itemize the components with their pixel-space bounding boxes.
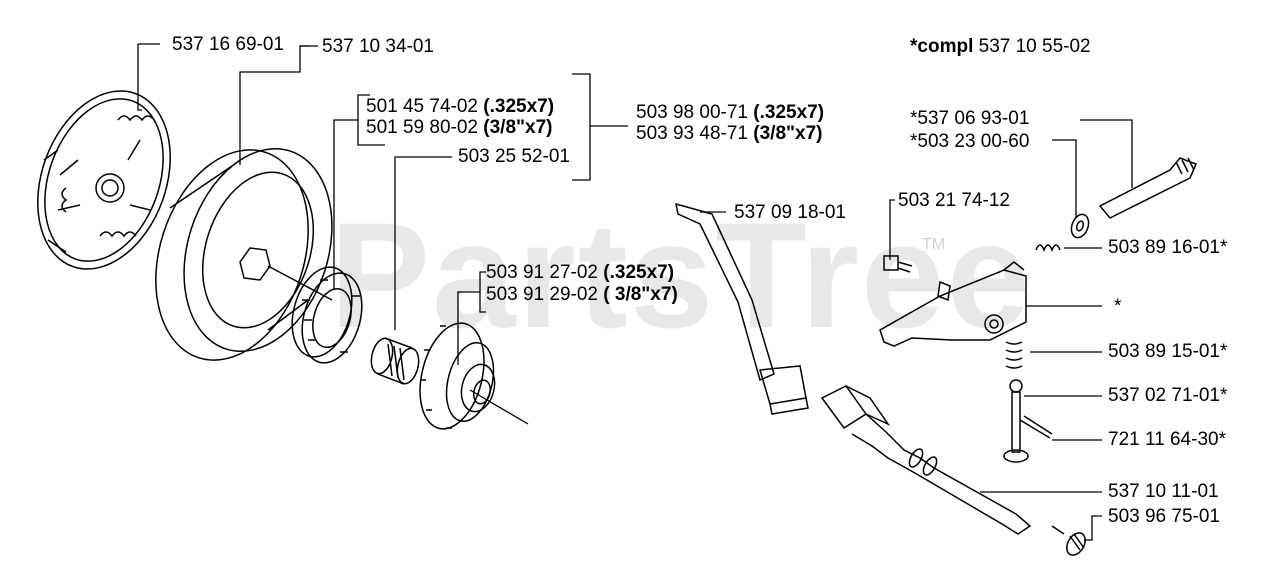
- label-sprocket-kit-325: 503 98 00-71 (.325x7): [636, 102, 825, 123]
- leader-sprocket-kit: [572, 73, 591, 181]
- label-spring-upper: 503 89 16-01*: [1108, 237, 1228, 258]
- label-rim-sprocket-325: 501 45 74-02 (.325x7): [366, 96, 555, 117]
- label-rim-sprocket-38: 501 59 80-02 (3/8"x7): [366, 117, 553, 138]
- leader-clutch-shoe: [137, 44, 142, 111]
- label-spur-sprocket-38: 503 91 29-02 ( 3/8"x7): [486, 284, 678, 305]
- clutch-shoe-art: [37, 90, 171, 270]
- end-screw-art: [1051, 525, 1086, 556]
- leader-lines: [137, 43, 1133, 541]
- leader-needle-bearing: [394, 156, 452, 330]
- label-sprocket-kit-38: 503 93 48-71 (3/8"x7): [636, 123, 823, 144]
- leader-washer: [1052, 139, 1077, 218]
- screw-art: [883, 255, 913, 273]
- bracket-art: [879, 261, 1027, 347]
- label-spring-lower: 503 89 15-01*: [1108, 341, 1228, 362]
- rim-sprocket-art: [291, 266, 363, 364]
- label-end-screw: 503 96 75-01: [1108, 506, 1220, 527]
- label-rod: 537 10 11-01: [1108, 481, 1219, 502]
- washer-art: [1070, 213, 1090, 239]
- leader-screw: [889, 199, 895, 260]
- label-pin: 537 02 71-01*: [1108, 385, 1228, 406]
- roll-pin-art: [1019, 415, 1053, 439]
- label-spur-sprocket-325: 503 91 27-02 (.325x7): [486, 262, 675, 283]
- clutch-drum-art: [155, 148, 333, 361]
- rod-art: [820, 385, 1032, 535]
- label-needle-bearing: 503 25 52-01: [458, 146, 570, 167]
- label-roll-pin: 721 11 64-30*: [1108, 429, 1226, 450]
- label-screw: 503 21 74-12: [898, 190, 1010, 211]
- label-bracket: *: [1114, 296, 1122, 317]
- leader-clutch-drum: [239, 45, 310, 165]
- leader-end-screw: [1084, 515, 1102, 541]
- label-shaft: *537 06 93-01: [910, 108, 1030, 129]
- leader-shaft: [1080, 119, 1133, 188]
- spring-upper-art: [1035, 244, 1061, 253]
- spur-sprocket-art: [419, 322, 496, 430]
- shaft-art: [1098, 157, 1197, 219]
- watermark-trademark: TM: [922, 236, 946, 253]
- label-brake-lever: 537 09 18-01: [734, 202, 846, 223]
- label-clutch-drum: 537 10 34-01: [322, 36, 434, 57]
- brake-lever-art: [675, 202, 809, 415]
- needle-bearing-art: [370, 337, 420, 385]
- label-washer: *503 23 00-60: [910, 131, 1030, 152]
- pin-art: [1003, 379, 1029, 463]
- watermark: PartsTree: [330, 191, 1032, 359]
- spring-lower-art: [1005, 341, 1023, 369]
- label-clutch-shoe: 537 16 69-01: [172, 34, 284, 55]
- label-compl: *compl 537 10 55-02: [910, 36, 1091, 57]
